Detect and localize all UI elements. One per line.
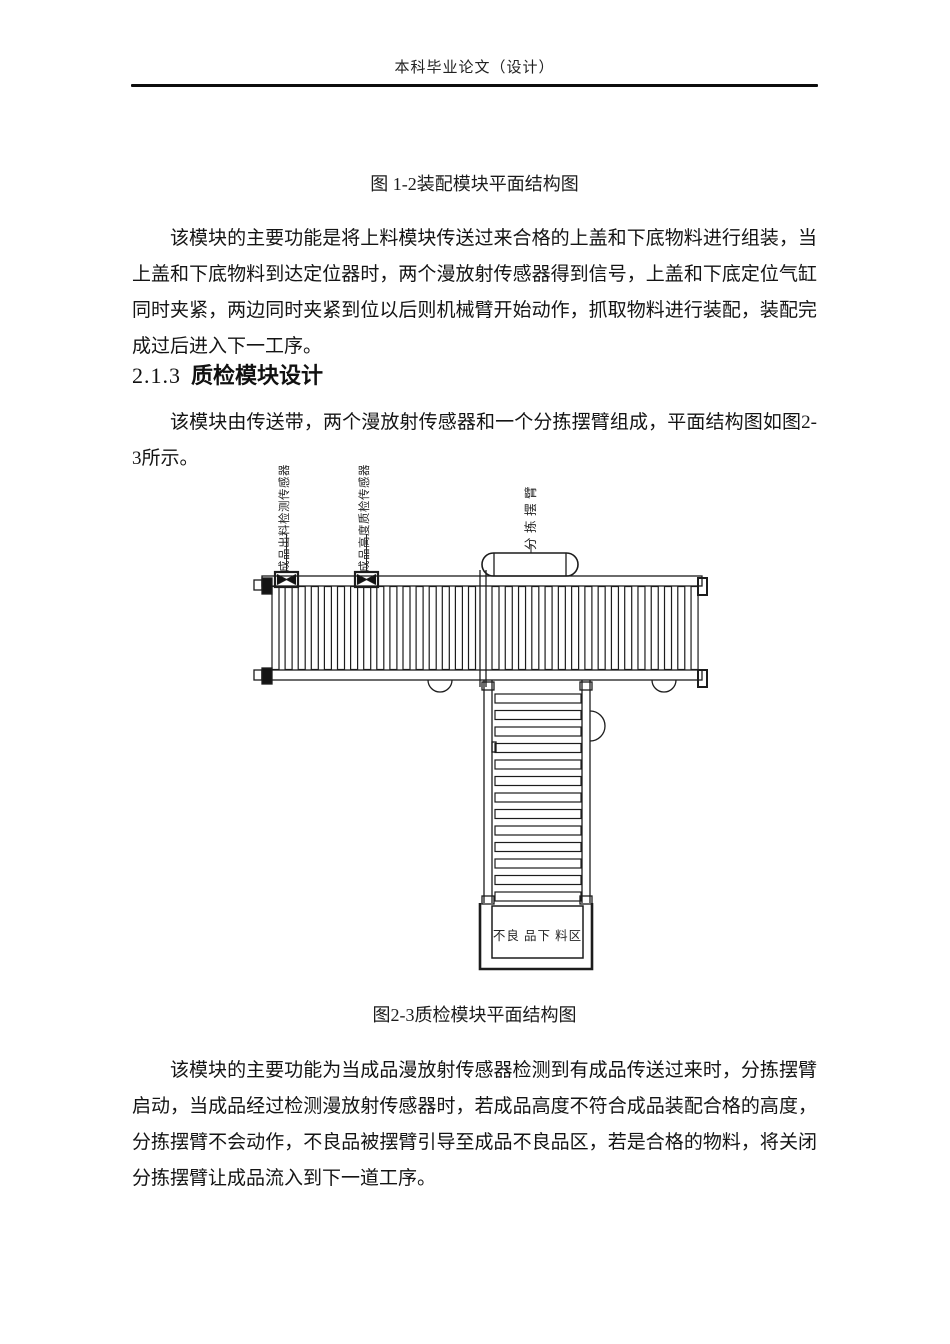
- roller-slat: [677, 585, 686, 671]
- roller-slat: [415, 585, 424, 671]
- left-end-cap-bottom: [261, 667, 273, 685]
- roller-slat: [310, 585, 319, 671]
- vert-right-bump: [589, 710, 606, 742]
- roller-slat: [494, 792, 582, 803]
- vert-rail-cap-bottom-left: [481, 895, 495, 905]
- qc-module-figure: 成品出料检测传感器 成品高度质检传感器 分拣摆臂 不良 品下 料区: [240, 458, 730, 988]
- section-heading-number: 2.1.3: [132, 363, 181, 388]
- roller-slat: [494, 891, 582, 902]
- roller-slat: [376, 585, 385, 671]
- roller-slat: [584, 585, 593, 671]
- height-sensor-symbol: [353, 570, 380, 589]
- paragraph-module-intro: 该模块由传送带，两个漫放射传感器和一个分拣摆臂组成，平面结构图如图2-3所示。: [132, 412, 817, 469]
- roller-slat: [494, 825, 582, 836]
- roller-slat: [624, 585, 633, 671]
- roller-slat: [454, 585, 463, 671]
- roller-slat: [494, 742, 582, 754]
- qc-module-diagram: 成品出料检测传感器 成品高度质检传感器 分拣摆臂 不良 品下 料区: [253, 464, 708, 971]
- sorting-arm-body: [481, 552, 579, 577]
- left-end-cap-top: [261, 577, 273, 595]
- roller-slat: [284, 585, 293, 671]
- roller-slat: [494, 709, 582, 721]
- roller-slat: [271, 585, 280, 671]
- figure-2-3-caption: 图2-3质检模块平面结构图: [372, 1005, 577, 1025]
- section-heading-2-1-3: 2.1.3 质检模块设计: [132, 358, 817, 394]
- rollers-layer: [271, 585, 699, 902]
- roller-slat: [571, 585, 580, 671]
- roller-slat: [650, 585, 659, 671]
- roller-slat: [494, 858, 582, 869]
- roller-slat: [504, 585, 513, 671]
- paragraph-assembly-function: 该模块的主要功能是将上料模块传送过来合格的上盖和下底物料进行组装，当上盖和下底物…: [132, 228, 817, 357]
- paragraph-qc-function: 该模块的主要功能为当成品漫放射传感器检测到有成品传送过来时，分拣摆臂启动，当成品…: [132, 1060, 817, 1189]
- roller-slat: [402, 585, 411, 671]
- roller-slat: [494, 726, 582, 737]
- vert-rail-cap-top-right: [579, 681, 593, 691]
- vert-rail-cap-bottom-right: [579, 895, 593, 905]
- label-reject-area: 不良 品下 料区: [493, 928, 582, 943]
- section-heading-text: 质检模块设计: [191, 363, 324, 388]
- roller-slat: [491, 585, 500, 671]
- bottom-bump-right: [651, 679, 677, 693]
- left-end-bracket-bottom: [253, 669, 263, 681]
- roller-slat: [690, 585, 699, 671]
- roller-slat: [544, 585, 553, 671]
- header-rule: [131, 84, 818, 87]
- label-height-sensor: 成品高度质检传感器: [357, 464, 371, 572]
- roller-slat: [467, 585, 477, 671]
- right-end-cap-top: [697, 577, 708, 596]
- roller-slat: [557, 585, 566, 671]
- roller-slat: [336, 585, 346, 671]
- figure-1-2-caption: 图 1-2装配模块平面结构图: [370, 174, 579, 194]
- roller-slat: [663, 585, 673, 671]
- roller-slat: [494, 775, 582, 787]
- bottom-rail: [261, 669, 703, 681]
- conveyor-structure: [253, 534, 708, 971]
- left-end-bracket-top: [253, 579, 263, 591]
- bottom-bump-left: [427, 679, 453, 693]
- roller-slat: [494, 841, 582, 853]
- roller-slat: [494, 693, 582, 704]
- roller-slat: [428, 585, 437, 671]
- label-sorting-arm: 分拣摆臂: [523, 482, 538, 550]
- top-rail: [261, 575, 703, 587]
- roller-slat: [494, 759, 582, 770]
- roller-slat: [610, 585, 620, 671]
- page-header-title: 本科毕业论文（设计）: [394, 60, 555, 76]
- roller-slat: [363, 585, 372, 671]
- reject-box-inner: [491, 905, 584, 959]
- roller-slat: [597, 585, 606, 671]
- roller-slat: [494, 874, 582, 886]
- roller-slat: [323, 585, 333, 671]
- label-outfeed-sensor: 成品出料检测传感器: [277, 464, 291, 572]
- outfeed-sensor-symbol: [273, 570, 300, 589]
- roller-slat: [531, 585, 540, 671]
- vert-rail-cap-top-left: [481, 681, 495, 691]
- reject-box-outer: [478, 903, 594, 971]
- roller-slat: [517, 585, 527, 671]
- right-end-cap-bottom: [697, 669, 708, 688]
- vert-rail-tick: [491, 741, 497, 753]
- roller-slat: [297, 585, 306, 671]
- roller-slat: [389, 585, 398, 671]
- roller-slat: [637, 585, 646, 671]
- roller-slat: [494, 808, 582, 820]
- roller-slat: [441, 585, 450, 671]
- roller-slat: [349, 585, 359, 671]
